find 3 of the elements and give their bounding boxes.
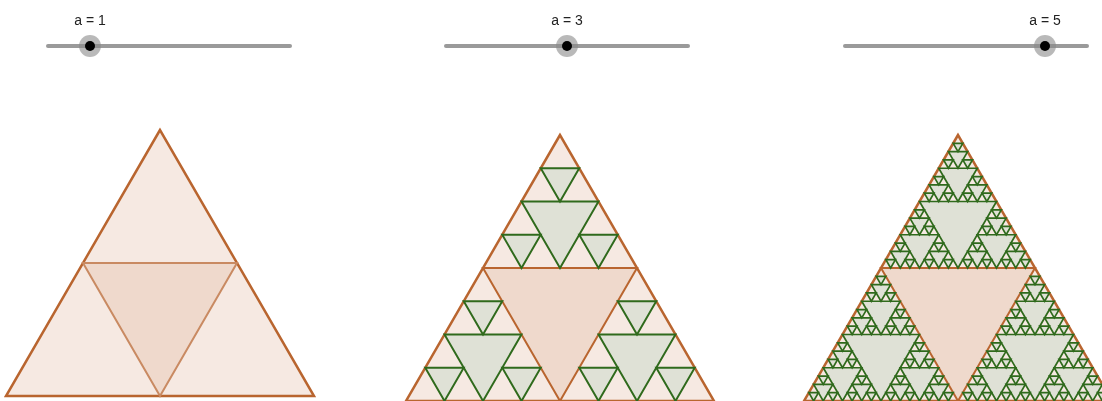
slider-value-label: a = 5 [1029, 11, 1061, 30]
slider-value-label: a = 1 [74, 11, 106, 30]
slider-value-label: a = 3 [551, 11, 583, 30]
